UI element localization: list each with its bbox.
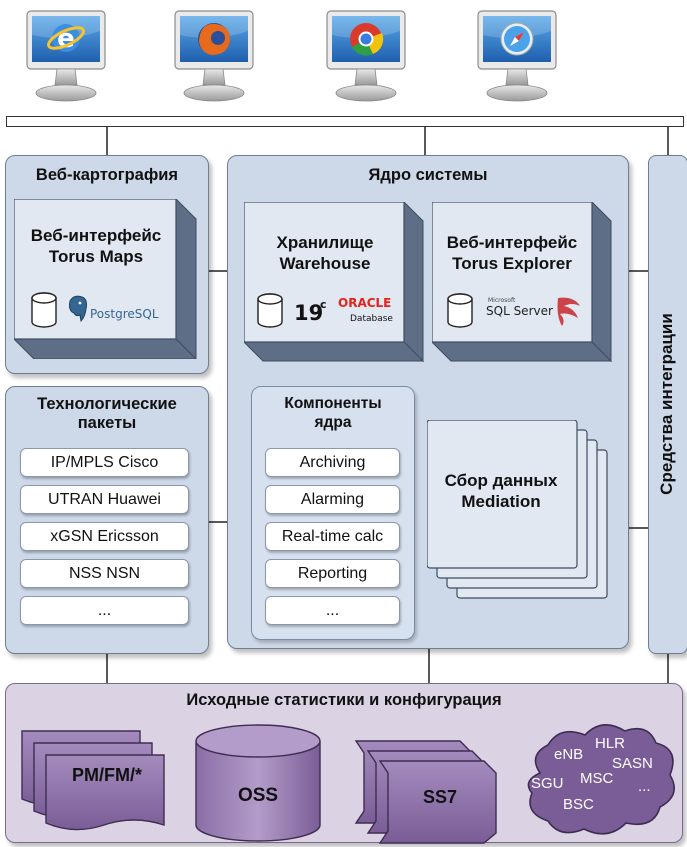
- tech-package-item[interactable]: xGSN Ericsson: [20, 522, 189, 551]
- oracle-version-suffix: c: [320, 298, 327, 311]
- pmfm-document-stack: [21, 730, 165, 831]
- sql-server-icon: [557, 297, 580, 326]
- sql-server-text: SQL Server: [486, 304, 553, 318]
- cloud-item-enb: eNB: [554, 746, 584, 763]
- oss-label: OSS: [237, 785, 279, 806]
- chrome-icon: [350, 23, 384, 56]
- kernel-component-item[interactable]: ...: [265, 596, 400, 625]
- network-elements-cloud: [527, 724, 676, 835]
- cloud-item-more: ...: [638, 778, 651, 795]
- cloud-item-sasn: SASN: [612, 755, 653, 772]
- oracle-19c-logo: 19 c ORACLE Database: [257, 293, 393, 328]
- warehouse-label: Хранилище Warehouse: [276, 233, 374, 273]
- network-bus: [6, 116, 684, 127]
- pmfm-label: PM/FM/*: [72, 765, 142, 785]
- browser-monitors: e: [26, 10, 557, 102]
- kernel-component-item[interactable]: Reporting: [265, 559, 400, 588]
- cloud-item-hlr: HLR: [595, 735, 626, 752]
- kernel-component-item[interactable]: Archiving: [265, 448, 400, 477]
- system-core-title: Ядро системы: [368, 166, 488, 184]
- tech-package-item[interactable]: IP/MPLS Cisco: [20, 448, 189, 477]
- torus-maps-label: Веб-интерфейс Torus Maps: [30, 226, 162, 266]
- postgresql-logo: PostgreSQL: [31, 292, 159, 328]
- torus-explorer-label: Веб-интерфейс Torus Explorer: [446, 233, 578, 273]
- integration-title: Средства интеграции: [657, 313, 676, 495]
- safari-icon: [500, 22, 534, 56]
- oracle-wordmark: ORACLE: [338, 296, 391, 310]
- kernel-component-item[interactable]: Real-time calc: [265, 522, 400, 551]
- sources-shapes: [21, 724, 676, 844]
- mediation-stack: [427, 420, 608, 599]
- microsoft-text: Microsoft: [488, 297, 516, 304]
- ss7-label: SS7: [422, 787, 458, 807]
- tech-package-item[interactable]: UTRAN Huawei: [20, 485, 189, 514]
- cloud-item-sgu: SGU: [531, 775, 564, 792]
- oss-database-icon: [195, 724, 321, 842]
- tech-package-item[interactable]: NSS NSN: [20, 559, 189, 588]
- cloud-item-msc: MSC: [580, 770, 614, 787]
- oracle-database-text: Database: [350, 314, 393, 324]
- torus-maps-box: [14, 199, 197, 359]
- kernel-components-title: Компоненты ядра: [284, 395, 382, 431]
- sources-title: Исходные статистики и конфигурация: [186, 691, 502, 709]
- postgresql-text: PostgreSQL: [90, 307, 159, 321]
- internet-explorer-icon: e: [47, 24, 85, 54]
- kernel-component-item[interactable]: Alarming: [265, 485, 400, 514]
- torus-explorer-box: [432, 202, 612, 362]
- ss7-stack: [354, 740, 497, 844]
- sql-server-logo: Microsoft SQL Server: [447, 293, 580, 328]
- tech-package-item[interactable]: ...: [20, 596, 189, 625]
- mediation-label: Сбор данных Mediation: [444, 471, 558, 511]
- web-cartography-title: Веб-картография: [35, 166, 179, 184]
- firefox-icon: [198, 23, 230, 55]
- oracle-version: 19: [294, 301, 323, 325]
- elephant-icon: [69, 295, 87, 323]
- integration-panel: [648, 155, 687, 654]
- tech-packages-title: Технологические пакеты: [37, 395, 177, 432]
- warehouse-box: [244, 202, 424, 362]
- cloud-item-bsc: BSC: [563, 796, 594, 813]
